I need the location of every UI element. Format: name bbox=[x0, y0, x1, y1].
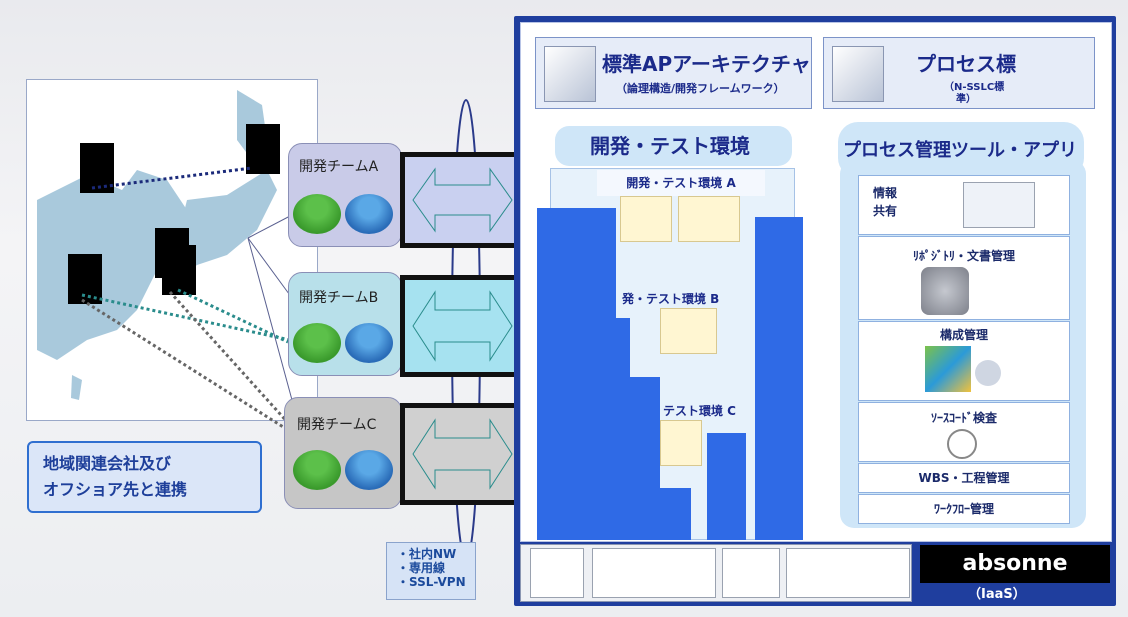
gear-icon bbox=[975, 360, 1001, 386]
dev-env-header bbox=[555, 126, 792, 166]
team-b-card: 開発チームB bbox=[288, 272, 402, 376]
team-c-label: 開発チームC bbox=[297, 417, 377, 433]
architecture-title: 標準APアーキテクチャ bbox=[602, 52, 811, 76]
location-pin-icon bbox=[68, 254, 102, 304]
team-a-card: 開発チームA bbox=[288, 143, 402, 247]
architecture-subtitle: （論理構造/開発フレームワーク） bbox=[616, 82, 785, 95]
blue-block bbox=[630, 377, 660, 540]
iaas-sub: （IaaS） bbox=[968, 587, 1026, 602]
connection-pipe-c bbox=[400, 403, 525, 505]
document-icon bbox=[544, 46, 596, 102]
server-icon bbox=[722, 548, 780, 598]
tool-config: 構成管理 bbox=[858, 321, 1070, 401]
blue-block bbox=[657, 488, 691, 540]
blue-block bbox=[603, 318, 630, 540]
network-label-line-1: ・社内NW bbox=[397, 547, 457, 561]
person-icon bbox=[293, 323, 341, 363]
tool-code-check: ｿｰｽｺｰﾄﾞ検査 bbox=[858, 402, 1070, 462]
tool-info-share-label: 情報 共有 bbox=[873, 186, 898, 218]
screenshot-icon bbox=[963, 182, 1035, 228]
process-subtitle: （N-SSLC標 bbox=[944, 82, 1005, 93]
region-label-line-2: オフショア先と連携 bbox=[43, 480, 188, 499]
dev-env-c-label: テスト環境 C bbox=[663, 404, 736, 418]
tool-repository: ﾘﾎﾟｼﾞﾄﾘ・文書管理 bbox=[858, 236, 1070, 320]
person-icon bbox=[345, 450, 393, 490]
dev-env-b-label: 発・テスト環境 B bbox=[622, 292, 720, 306]
location-pin-icon bbox=[162, 245, 196, 295]
team-a-label: 開発チームA bbox=[299, 159, 379, 175]
location-pin-icon bbox=[246, 124, 280, 174]
process-subtitle-2: 準） bbox=[956, 94, 976, 105]
blocks-icon bbox=[925, 346, 971, 392]
database-icon bbox=[921, 267, 969, 315]
location-pin-icon bbox=[80, 143, 114, 193]
connection-pipe-a bbox=[400, 152, 525, 248]
process-title: プロセス標 bbox=[916, 52, 1016, 76]
region-label-line-1: 地域関連会社及び bbox=[43, 454, 172, 473]
process-box: プロセス標 （N-SSLC標 準） bbox=[823, 37, 1095, 109]
architecture-box: 標準APアーキテクチャ （論理構造/開発フレームワーク） bbox=[535, 37, 812, 109]
dev-env-title: 開発・テスト環境 bbox=[590, 134, 750, 158]
network-label-line-3: ・SSL-VPN bbox=[397, 575, 466, 589]
dev-env-a-label: 開発・テスト環境 A bbox=[597, 170, 765, 196]
magnifier-icon bbox=[947, 429, 977, 459]
team-c-card: 開発チームC bbox=[284, 397, 402, 509]
blue-block bbox=[537, 208, 616, 540]
network-label-line-2: ・専用線 bbox=[397, 561, 446, 575]
server-cube-icon bbox=[620, 196, 672, 242]
region-label: 地域関連会社及び オフショア先と連携 bbox=[27, 441, 262, 513]
person-icon bbox=[293, 450, 341, 490]
team-b-label: 開発チームB bbox=[299, 290, 379, 306]
server-icon bbox=[786, 548, 910, 598]
tool-info-share: 情報 共有 bbox=[858, 175, 1070, 235]
server-icon bbox=[592, 548, 716, 598]
person-icon bbox=[293, 194, 341, 234]
blue-block bbox=[707, 433, 746, 540]
person-icon bbox=[345, 323, 393, 363]
person-icon bbox=[345, 194, 393, 234]
connection-pipe-b bbox=[400, 275, 525, 377]
server-icon bbox=[530, 548, 584, 598]
tool-wbs: WBS・工程管理 bbox=[858, 463, 1070, 493]
document-icon bbox=[832, 46, 884, 102]
server-cube-icon bbox=[660, 420, 702, 466]
tools-title: プロセス管理ツール・アプリ bbox=[843, 140, 1077, 161]
tool-config-label: 構成管理 bbox=[939, 328, 988, 342]
tool-code-check-label: ｿｰｽｺｰﾄﾞ検査 bbox=[930, 411, 997, 425]
iaas-name: absonne bbox=[920, 545, 1110, 583]
server-cube-icon bbox=[660, 308, 717, 354]
server-cube-icon bbox=[678, 196, 740, 242]
tool-workflow: ﾜｰｸﾌﾛｰ管理 bbox=[858, 494, 1070, 524]
tool-repository-label: ﾘﾎﾟｼﾞﾄﾘ・文書管理 bbox=[912, 249, 1015, 263]
blue-block bbox=[755, 217, 803, 540]
network-label: ・社内NW ・専用線 ・SSL-VPN bbox=[386, 542, 476, 600]
